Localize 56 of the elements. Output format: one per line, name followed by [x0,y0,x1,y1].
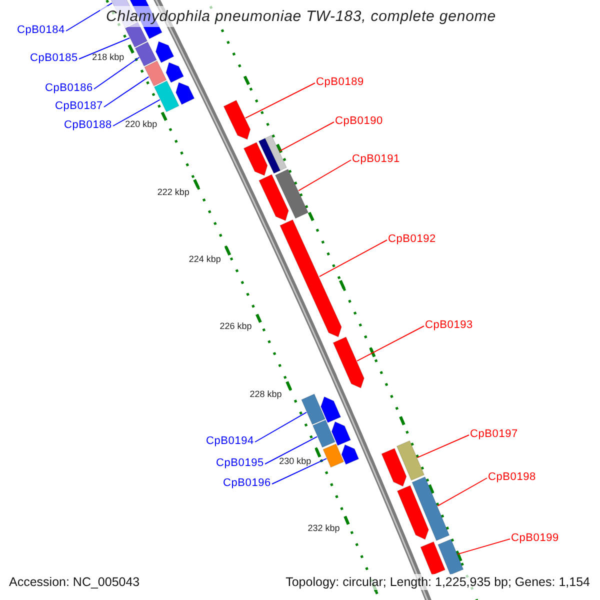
gene-feature [274,168,309,219]
tick-label: 228 kbp [250,388,282,400]
leader-line [279,122,334,152]
leader-line [416,434,470,458]
gene-feature [264,134,288,172]
gene-feature [134,41,158,67]
gene-label: CpB0197 [470,428,518,441]
gene-label: CpB0185 [30,52,78,65]
gene-feature [144,60,167,87]
leader-line [437,478,488,506]
gene-feature [332,336,365,389]
leader-line [66,2,113,32]
gene-label: CpB0187 [55,100,103,113]
leader-line [298,160,352,192]
gene-feature [279,219,342,338]
leader-line [272,458,327,484]
gene-feature [437,538,464,576]
leader-line [318,240,388,278]
tick-label: 230 kbp [279,456,312,467]
gene-feature [312,419,336,448]
gene-feature [412,476,450,542]
tick-label: 220 kbp [125,119,158,130]
gene-label: CpB0192 [388,233,436,246]
genome-info-text: Topology: circular; Length: 1,225,935 bp; Genes: 1,154 [284,574,592,590]
gene-label: CpB0188 [64,119,112,132]
gene-label: CpB0190 [335,115,383,128]
accession-text: Accession: NC_005043 [7,574,142,590]
gene-feature [396,440,425,481]
leader-line [254,412,307,442]
gene-label: CpB0199 [511,532,559,545]
tick-label: 232 kbp [308,523,340,534]
gene-label: CpB0193 [425,319,473,332]
leader-line [457,538,510,555]
gene-feature [322,443,344,468]
tick-label: 224 kbp [188,254,221,265]
gene-label: CpB0186 [45,82,93,95]
tick-label: 222 kbp [157,186,190,198]
gene-label: CpB0195 [216,457,264,470]
leader-line [112,99,160,126]
leader-line [78,38,130,60]
gene-label: CpB0189 [316,76,364,89]
gene-feature [300,393,326,426]
gene-label: CpB0191 [352,153,400,166]
leader-line [94,56,140,90]
tick-label: 226 kbp [220,321,252,332]
leader-line [264,436,318,464]
gene-label: CpB0196 [223,477,271,490]
gene-feature [223,100,251,140]
leader-line [356,326,424,362]
gene-label: CpB0184 [17,24,65,37]
gene-label: CpB0198 [488,471,536,484]
leader-line [244,82,316,119]
gene-feature [154,80,180,112]
leader-line [104,76,150,108]
gene-label: CpB0194 [206,435,254,448]
tick-label: 218 kbp [92,52,124,63]
